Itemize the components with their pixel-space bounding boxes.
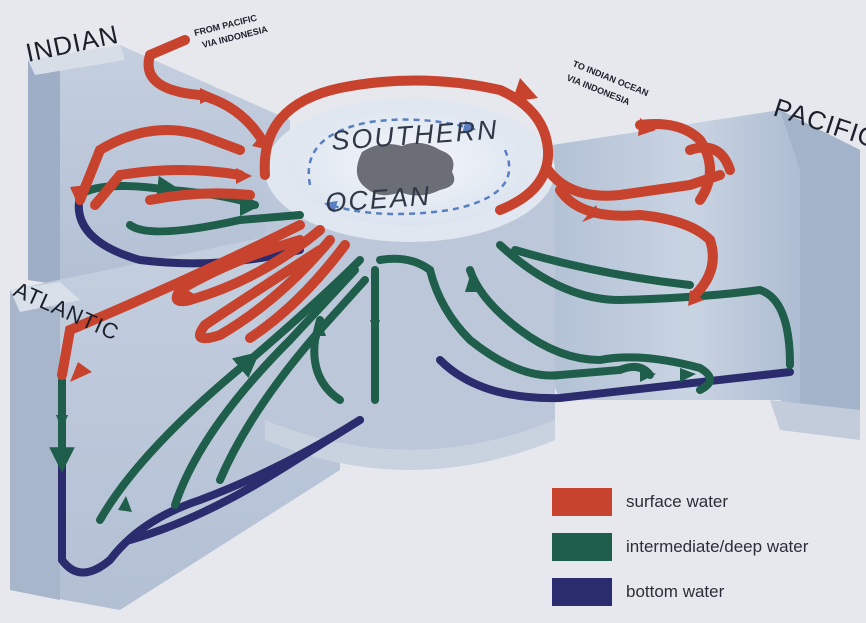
legend-item-intermediate-deep-water: intermediate/deep water: [552, 532, 808, 562]
legend-swatch: [552, 488, 612, 516]
legend-label: intermediate/deep water: [626, 537, 808, 557]
legend-item-surface-water: surface water: [552, 487, 728, 517]
legend-swatch: [552, 533, 612, 561]
legend-item-bottom-water: bottom water: [552, 577, 724, 607]
legend-swatch: [552, 578, 612, 606]
pacific-basin: [520, 110, 860, 440]
legend-label: surface water: [626, 492, 728, 512]
legend-label: bottom water: [626, 582, 724, 602]
